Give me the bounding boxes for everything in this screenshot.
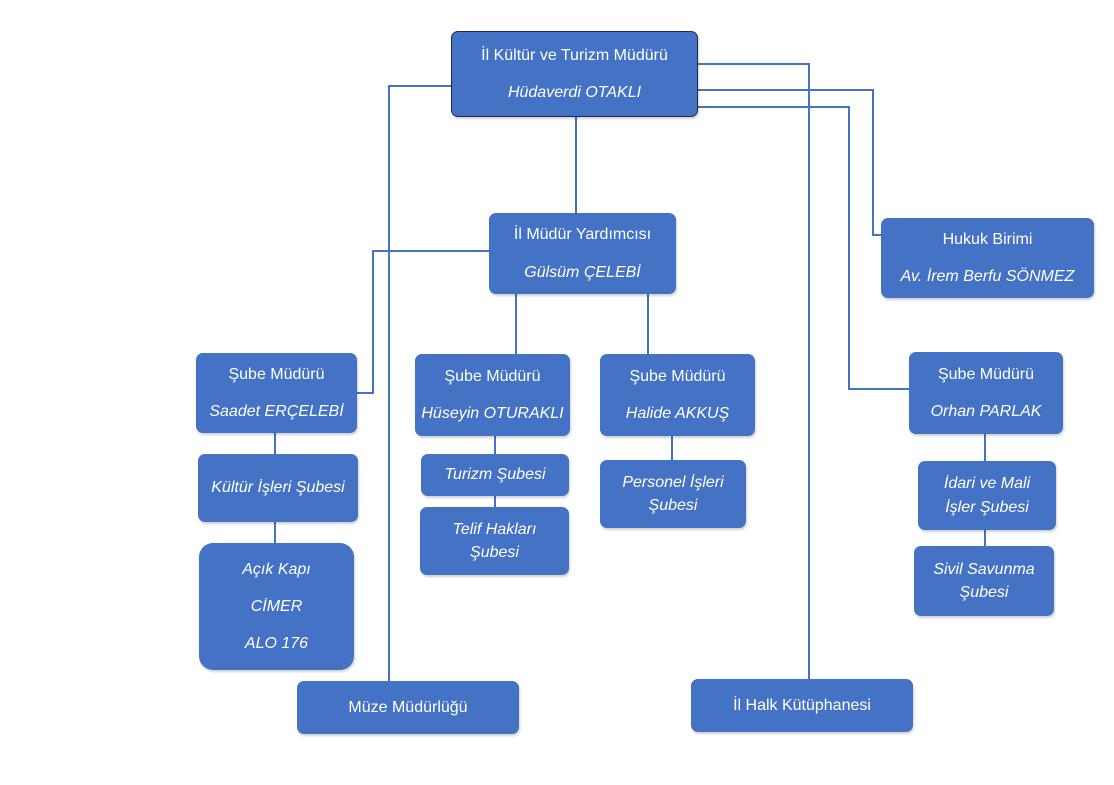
unit-box-turizm: Turizm Şubesi — [421, 454, 569, 496]
unit-line: Şubesi — [959, 584, 1009, 601]
branch-box-halide: Şube Müdürü Halide AKKUŞ — [600, 354, 755, 436]
unit-box-idari: İdari ve Mali İşler Şubesi — [918, 461, 1056, 530]
unit-line: Telif Hakları — [452, 520, 537, 538]
library-title: İl Halk Kütüphanesi — [733, 696, 871, 714]
deputy-name: Gülsüm ÇELEBİ — [524, 263, 641, 281]
unit-box-acik-kapi: Açık Kapı CİMER ALO 176 — [199, 543, 354, 670]
museum-box: Müze Müdürlüğü — [297, 681, 519, 734]
unit-line: Turizm Şubesi — [444, 466, 546, 484]
unit-line: Kültür İşleri Şubesi — [211, 479, 345, 497]
unit-box-kultur: Kültür İşleri Şubesi — [198, 454, 358, 522]
branch-title: Şube Müdürü — [629, 367, 726, 385]
branch-title: Şube Müdürü — [937, 365, 1035, 383]
unit-line: CİMER — [250, 597, 303, 615]
museum-title: Müze Müdürlüğü — [348, 698, 468, 716]
branch-name: Hüseyin OTURAKLI — [421, 405, 564, 422]
unit-line: Şubesi — [470, 544, 519, 561]
unit-line: İdari ve Mali — [943, 475, 1031, 493]
legal-box: Hukuk Birimi Av. İrem Berfu SÖNMEZ — [881, 218, 1094, 298]
branch-name: Orhan PARLAK — [930, 403, 1042, 420]
unit-line: Şubesi — [648, 497, 698, 514]
unit-line: Sivil Savunma — [933, 560, 1035, 578]
unit-line: Personel İşleri — [622, 473, 724, 491]
unit-box-personel: Personel İşleri Şubesi — [600, 460, 746, 528]
deputy-box: İl Müdür Yardımcısı Gülsüm ÇELEBİ — [489, 213, 676, 294]
branch-box-saadet: Şube Müdürü Saadet ERÇELEBİ — [196, 353, 357, 433]
branch-title: Şube Müdürü — [444, 367, 541, 385]
branch-box-huseyin: Şube Müdürü Hüseyin OTURAKLI — [415, 354, 570, 436]
director-name: Hüdaverdi OTAKLI — [507, 84, 642, 101]
unit-box-telif: Telif Hakları Şubesi — [420, 507, 569, 575]
branch-name: Halide AKKUŞ — [625, 405, 730, 422]
unit-box-sivil: Sivil Savunma Şubesi — [914, 546, 1054, 616]
unit-line: ALO 176 — [244, 635, 309, 653]
unit-line: İşler Şubesi — [945, 498, 1029, 516]
library-box: İl Halk Kütüphanesi — [691, 679, 913, 732]
deputy-title: İl Müdür Yardımcısı — [513, 226, 652, 244]
branch-name: Saadet ERÇELEBİ — [209, 403, 344, 420]
legal-name: Av. İrem Berfu SÖNMEZ — [900, 268, 1075, 285]
branch-box-orhan: Şube Müdürü Orhan PARLAK — [909, 352, 1063, 434]
branch-title: Şube Müdürü — [228, 365, 325, 383]
director-box: İl Kültür ve Turizm Müdürü Hüdaverdi OTA… — [451, 31, 698, 117]
director-title: İl Kültür ve Turizm Müdürü — [481, 46, 668, 64]
unit-line: Açık Kapı — [242, 560, 311, 578]
legal-title: Hukuk Birimi — [942, 230, 1033, 248]
